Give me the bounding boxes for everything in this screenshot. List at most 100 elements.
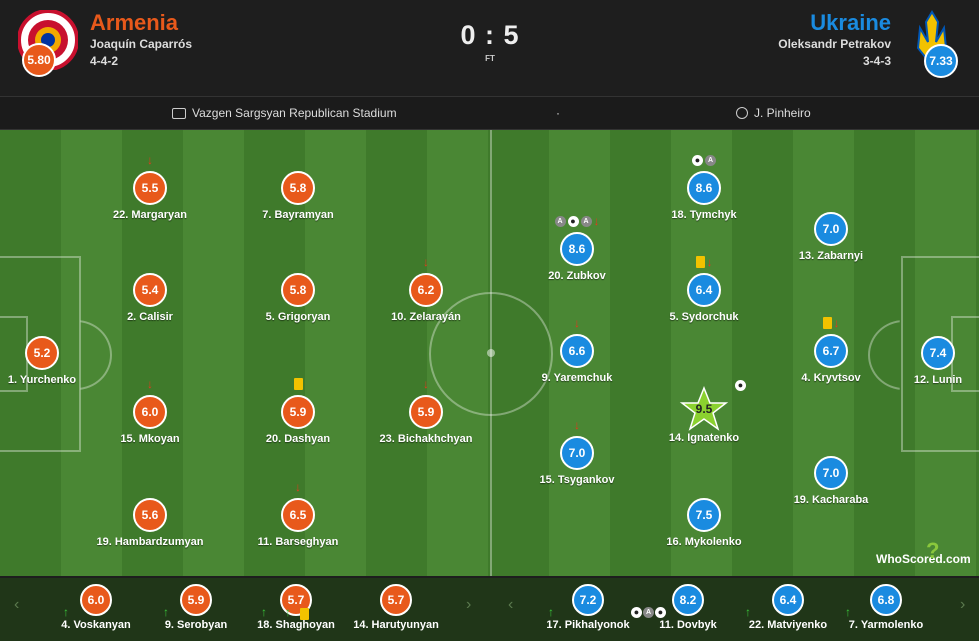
- player-rating: 6.5: [281, 498, 315, 532]
- player-rating: 7.2: [572, 584, 604, 616]
- player-name: 19. Hambardzumyan: [96, 536, 204, 548]
- substitute-card[interactable]: ↑ 5.7 14. Harutyunyan: [285, 578, 451, 631]
- ball-icon: ●: [655, 607, 666, 618]
- away-team-name[interactable]: Ukraine: [810, 10, 891, 35]
- player-card[interactable]: ↓ 6.0 15. Mkoyan: [90, 378, 210, 445]
- substitute-card[interactable]: ↑ 6.8 7. Yarmolenko: [831, 578, 941, 631]
- player-card[interactable]: 7.4 12. Lunin: [878, 336, 979, 386]
- player-card[interactable]: 5.9 20. Dashyan: [238, 378, 358, 445]
- player-card[interactable]: ↓ 6.7 4. Kryvtsov: [771, 317, 891, 384]
- yellow-card-icon: [695, 256, 705, 268]
- player-name: 19. Kacharaba: [793, 494, 869, 506]
- player-card[interactable]: 5.4 2. Calisir: [90, 273, 210, 323]
- bench-prev-arrow-icon[interactable]: ‹: [508, 596, 514, 613]
- player-name: 9. Serobyan: [164, 619, 228, 631]
- player-rating: 6.8: [870, 584, 902, 616]
- substitute-card[interactable]: ↑ 6.4 22. Matviyenko: [733, 578, 843, 631]
- player-name: 5. Grigoryan: [265, 311, 331, 323]
- assist-icon: A: [554, 215, 566, 227]
- sub-off-arrow-icon: ↓: [147, 377, 153, 391]
- whoscored-watermark: WhoScored.com ?: [876, 538, 971, 566]
- bench-next-arrow-icon[interactable]: ›: [960, 596, 966, 613]
- sub-on-arrow-icon: ↑: [163, 605, 169, 619]
- player-card[interactable]: ↓ 5.5 22. Margaryan: [90, 154, 210, 221]
- player-events: ↓: [644, 255, 764, 269]
- sub-off-arrow-icon: ↓: [147, 153, 153, 167]
- player-rating: 5.9: [409, 395, 443, 429]
- substitutes-bench: ‹ › ‹ › ↑ 6.0 4. Voskanyan ↑ 5.9 9. Sero…: [0, 578, 979, 641]
- player-card[interactable]: ↓ 5.9 23. Bichakhchyan: [366, 378, 486, 445]
- player-name: 20. Dashyan: [265, 433, 331, 445]
- man-of-the-match-star-icon: 9.5: [679, 386, 729, 432]
- player-card[interactable]: 7.0 19. Kacharaba: [771, 456, 891, 506]
- pitch-center-spot: [487, 349, 495, 357]
- player-card[interactable]: 7.5 16. Mykolenko: [644, 498, 764, 548]
- player-rating: 9.5: [695, 402, 713, 416]
- player-rating: 5.2: [25, 336, 59, 370]
- substitute-card[interactable]: ↑ 6.0 4. Voskanyan: [41, 578, 151, 631]
- player-name: 22. Margaryan: [113, 209, 187, 221]
- player-name: 13. Zabarnyi: [798, 250, 864, 262]
- ball-icon: ●: [692, 154, 703, 166]
- sub-off-arrow-icon: ↓: [706, 255, 713, 269]
- player-name: 15. Tsygankov: [539, 474, 615, 486]
- stadium-icon: [172, 107, 186, 119]
- substitute-card[interactable]: ↑ 7.2 17. Pikhalyonok: [533, 578, 643, 631]
- yellow-card-icon: [300, 608, 309, 620]
- home-team-rating: 5.80: [22, 43, 56, 77]
- player-rating: 6.0: [133, 395, 167, 429]
- bench-next-arrow-icon[interactable]: ›: [466, 596, 472, 613]
- player-rating: 5.9: [180, 584, 212, 616]
- sub-on-arrow-icon: ↑: [261, 605, 267, 619]
- player-card[interactable]: ● 9.5 14. Ignatenko: [644, 379, 764, 444]
- yellow-card-icon: [822, 317, 832, 329]
- sub-off-arrow-icon: ↓: [423, 377, 429, 391]
- player-rating: 6.2: [409, 273, 443, 307]
- substitute-card[interactable]: ● A ● 8.2 11. Dovbyk: [631, 578, 743, 631]
- player-card[interactable]: ↓ 6.2 10. Zelarayán: [366, 256, 486, 323]
- player-rating: 6.4: [687, 273, 721, 307]
- pitch: 5.2 1. Yurchenko ↓ 5.5 22. Margaryan 5.4…: [0, 130, 979, 576]
- player-rating: 8.6: [560, 232, 594, 266]
- home-team-name[interactable]: Armenia: [90, 10, 179, 35]
- sub-off-arrow-icon: ↓: [833, 316, 840, 330]
- sub-off-arrow-icon: ↓: [574, 418, 580, 432]
- referee-info: J. Pinheiro: [736, 106, 811, 120]
- stadium-info: Vazgen Sargsyan Republican Stadium: [172, 106, 397, 120]
- player-card[interactable]: ↓ 7.0 15. Tsygankov: [517, 419, 637, 486]
- player-card[interactable]: 7.0 13. Zabarnyi: [771, 212, 891, 262]
- sub-on-arrow-icon: ↑: [548, 605, 554, 619]
- player-rating: 8.6: [687, 171, 721, 205]
- player-rating: 5.8: [281, 171, 315, 205]
- player-rating: 6.7: [814, 334, 848, 368]
- referee-name: J. Pinheiro: [754, 106, 811, 120]
- player-name: 14. Harutyunyan: [353, 619, 439, 631]
- player-card[interactable]: 5.2 1. Yurchenko: [0, 336, 102, 386]
- match-header: 5.80 Armenia Joaquín Caparrós 4-4-2 0 : …: [0, 0, 979, 95]
- player-rating: 7.5: [687, 498, 721, 532]
- player-card[interactable]: ↓ 6.6 9. Yaremchuk: [517, 317, 637, 384]
- away-coach: Oleksandr Petrakov: [778, 37, 891, 51]
- player-events: ↓: [366, 377, 486, 391]
- substitute-card[interactable]: ↑ 5.9 9. Serobyan: [141, 578, 251, 631]
- home-coach: Joaquín Caparrós: [90, 37, 193, 51]
- player-card[interactable]: 5.8 5. Grigoryan: [238, 273, 358, 323]
- player-events: ↓: [366, 255, 486, 269]
- player-rating: 5.6: [133, 498, 167, 532]
- bench-prev-arrow-icon[interactable]: ‹: [14, 596, 20, 613]
- sub-off-arrow-icon: ↓: [593, 214, 600, 228]
- player-rating: 5.7: [380, 584, 412, 616]
- player-card[interactable]: 5.8 7. Bayramyan: [238, 171, 358, 221]
- player-card[interactable]: ● A 8.6 18. Tymchyk: [644, 154, 764, 221]
- sub-on-arrow-icon: ↑: [745, 605, 751, 619]
- pitch-center-circle: [429, 292, 553, 416]
- match-score: 0 : 5: [460, 20, 520, 50]
- player-card[interactable]: 5.6 19. Hambardzumyan: [90, 498, 210, 548]
- substitute-card[interactable]: ↑ 5.7 18. Shaghoyan: [241, 578, 351, 631]
- player-card[interactable]: ↓ 6.4 5. Sydorchuk: [644, 256, 764, 323]
- player-name: 2. Calisir: [127, 311, 173, 323]
- player-name: 1. Yurchenko: [7, 374, 77, 386]
- player-card[interactable]: ↓ 6.5 11. Barseghyan: [238, 481, 358, 548]
- pitch-left-penalty-box: [0, 256, 81, 452]
- player-card[interactable]: A ● A ↓ 8.6 20. Zubkov: [517, 215, 637, 282]
